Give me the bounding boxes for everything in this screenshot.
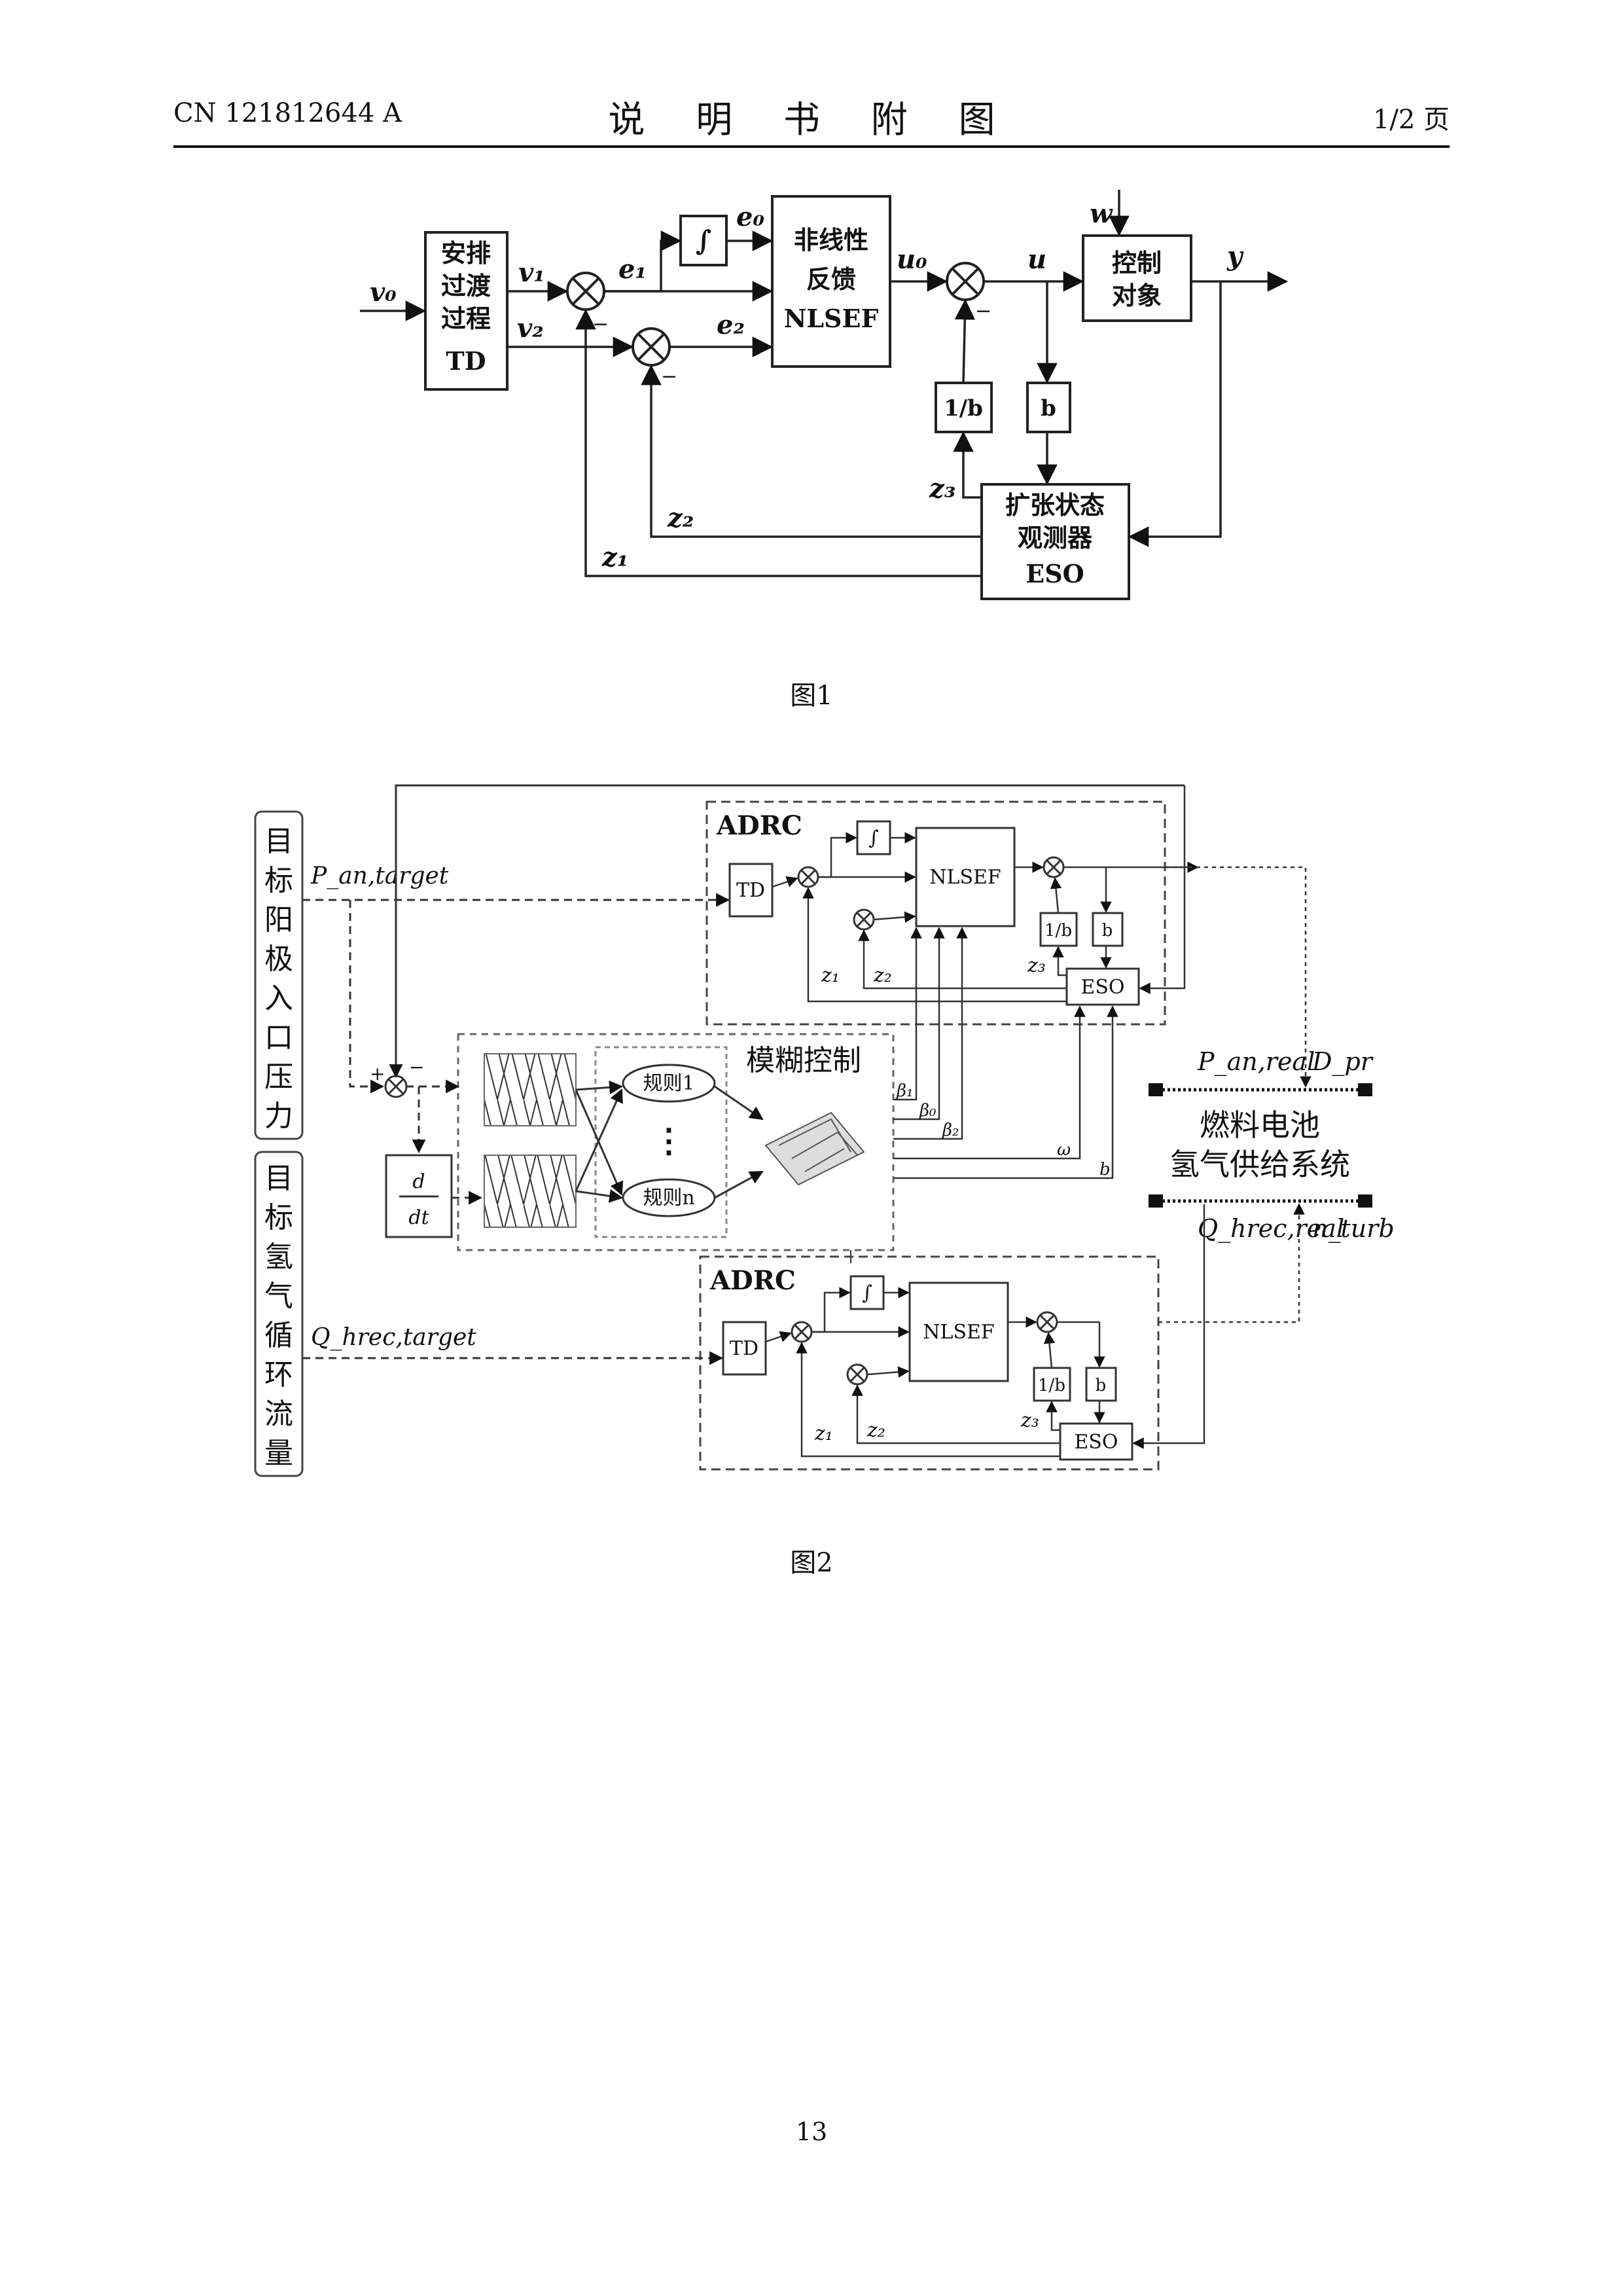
adrc-bottom-z3: z₃ (1020, 1409, 1039, 1432)
fuzzy-out-b: b (1099, 1160, 1111, 1179)
adrc-top-nlsef-label: NLSEF (929, 866, 1001, 889)
derivative-num: d (412, 1170, 425, 1193)
tp-char-3: 极 (264, 942, 293, 976)
adrc-top-z3: z₃ (1027, 954, 1046, 977)
rule-n-label: 规则n (643, 1187, 694, 1210)
tf-char-6: 流 (264, 1397, 293, 1431)
system-corner-br (1358, 1194, 1372, 1208)
tf-char-2: 氢 (264, 1240, 293, 1274)
tf-char-4: 循 (264, 1319, 293, 1352)
tp-char-6: 压 (264, 1060, 293, 1094)
adrc-bottom-z2: z₂ (866, 1419, 885, 1442)
adrc-top-b-label: b (1102, 921, 1113, 941)
fuzzy-out-beta2: β₂ (942, 1121, 959, 1140)
fuzzy-title: 模糊控制 (746, 1044, 861, 1077)
figure2-control-diagram: 目 标 阳 极 入 口 压 力 目 标 氢 气 循 环 流 量 (0, 0, 1623, 1571)
tp-char-0: 目 (264, 825, 293, 858)
adrc-bottom-int-label: ∫ (862, 1282, 872, 1304)
adrc-top-int-label: ∫ (868, 827, 879, 850)
tf-char-0: 目 (264, 1162, 293, 1195)
tf-char-5: 环 (264, 1358, 293, 1391)
p-real-label: P_an,real (1197, 1047, 1315, 1077)
adrc-bottom-z1: z₁ (814, 1422, 833, 1445)
q-target-label: Q_hrec,target (311, 1324, 476, 1351)
adrc-bottom-invb-label: 1/b (1038, 1376, 1065, 1395)
adrc-bottom-title: ADRC (709, 1265, 796, 1296)
tp-char-1: 标 (264, 864, 293, 897)
derivative-den: dt (408, 1206, 429, 1229)
n-turb-label: n_turb (1312, 1214, 1395, 1244)
tp-char-5: 口 (264, 1021, 293, 1054)
system-title-2: 氢气供给系统 (1169, 1147, 1350, 1182)
membership-function-1 (484, 1054, 576, 1126)
page-number: 13 (0, 2117, 1623, 2146)
adrc-top-invb-label: 1/b (1044, 921, 1072, 941)
adrc-top-z1: z₁ (821, 964, 840, 987)
fuzzy-out-omega: ω (1057, 1140, 1071, 1160)
tf-char-1: 标 (264, 1201, 293, 1234)
tf-char-7: 量 (264, 1437, 293, 1470)
system-corner-tl (1149, 1083, 1163, 1096)
rule-1-label: 规则1 (643, 1072, 694, 1095)
d-pr-label: D_pr (1311, 1047, 1374, 1077)
system-corner-bl (1149, 1194, 1163, 1208)
adrc-bottom-eso-label: ESO (1074, 1431, 1118, 1454)
adrc-bottom-b-label: b (1096, 1376, 1107, 1395)
figure2-caption: 图2 (0, 1541, 1623, 1579)
system-corner-tr (1358, 1083, 1372, 1096)
tp-char-4: 入 (264, 982, 293, 1015)
rule-dots: ⋮ (652, 1121, 685, 1160)
defuzz-surface (766, 1113, 864, 1185)
tf-char-3: 气 (264, 1280, 293, 1313)
tp-char-7: 力 (264, 1100, 293, 1133)
fuzzy-sum-minus: − (409, 1056, 424, 1078)
fuzzy-out-beta0: β₀ (919, 1101, 936, 1121)
adrc-top-title: ADRC (716, 810, 802, 841)
fuzzy-out-beta1: β₁ (896, 1081, 913, 1101)
system-title-1: 燃料电池 (1200, 1107, 1320, 1143)
adrc-bottom-nlsef-label: NLSEF (923, 1321, 994, 1344)
adrc-top-eso-label: ESO (1080, 976, 1124, 999)
membership-function-2 (484, 1155, 576, 1227)
adrc-top-z2: z₂ (873, 964, 892, 987)
p-target-label: P_an,target (310, 863, 449, 889)
tp-char-2: 阳 (264, 903, 293, 937)
fuzzy-sum-plus: + (370, 1063, 385, 1085)
adrc-top-td-label: TD (736, 879, 765, 902)
adrc-bottom-td-label: TD (730, 1337, 758, 1360)
